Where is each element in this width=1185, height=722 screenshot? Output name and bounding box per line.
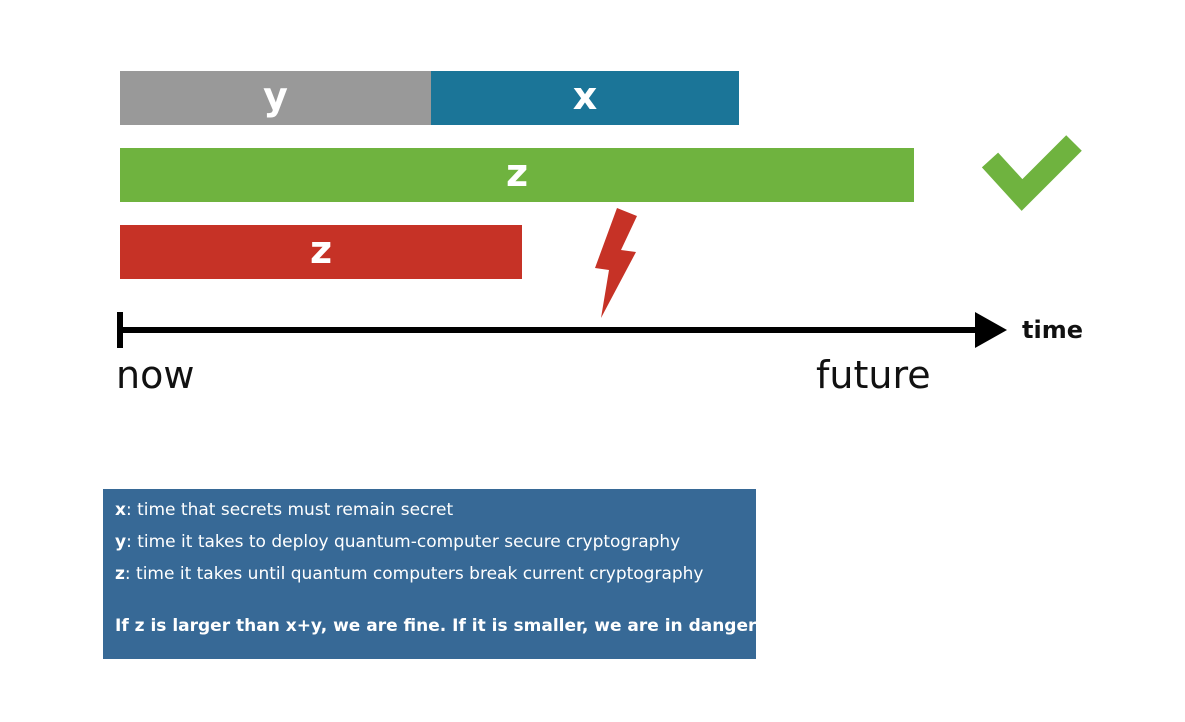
bar-z-long: z — [120, 148, 914, 202]
legend-desc-x: : time that secrets must remain secret — [125, 500, 454, 520]
axis-label-time: time — [1022, 316, 1083, 344]
legend-conclusion: If z is larger than x+y, we are fine. If… — [115, 616, 765, 636]
legend-desc-y: : time it takes to deploy quantum-comput… — [126, 532, 681, 552]
legend-key-x: x — [115, 500, 126, 520]
bar-z-short: z — [120, 225, 522, 279]
lightning-bolt-icon — [595, 208, 637, 318]
legend-box: x: time that secrets must remain secret … — [103, 489, 765, 659]
arrow-head-icon — [975, 312, 1007, 348]
legend-key-z: z — [115, 564, 125, 584]
axis-label-future: future — [816, 353, 931, 397]
bar-z-long-label: z — [505, 151, 529, 195]
legend-item-z: z: time it takes until quantum computers… — [115, 563, 744, 595]
axis-label-now: now — [116, 353, 195, 397]
checkmark-icon — [981, 135, 1082, 211]
legend-item-x: x: time that secrets must remain secret — [115, 499, 744, 531]
legend-item-y: y: time it takes to deploy quantum-compu… — [115, 531, 744, 563]
bar-x: x — [431, 71, 739, 125]
bar-x-label: x — [572, 74, 598, 118]
legend-key-y: y — [115, 532, 127, 552]
bar-z-short-label: z — [309, 228, 333, 272]
bar-y: y — [120, 71, 431, 125]
legend-desc-z: : time it takes until quantum computers … — [124, 564, 704, 584]
bar-y-label: y — [263, 74, 288, 118]
